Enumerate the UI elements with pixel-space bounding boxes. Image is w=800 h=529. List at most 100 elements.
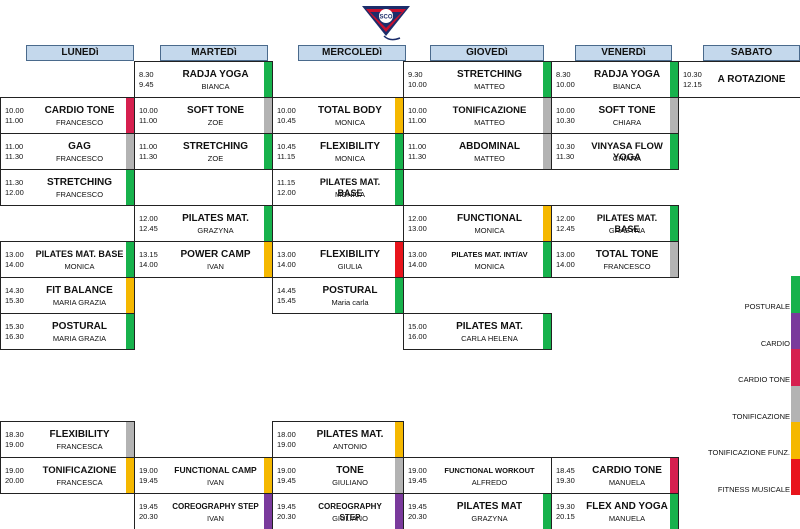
class-time: 10.00 10.30: [556, 106, 575, 125]
class-time: 13.15 14.00: [139, 250, 158, 269]
class-time: 19.30 20.15: [556, 502, 575, 521]
class-name: TONE: [336, 465, 364, 476]
class-time: 11.30 12.00: [5, 178, 24, 197]
class-name: CARDIO TONE: [44, 105, 115, 116]
legend-swatch: [791, 276, 800, 313]
class-time: 14.30 15.30: [5, 286, 24, 305]
class-name: FUNCTIONAL CAMP: [174, 465, 257, 475]
class-name: COREOGRAPHY STEP: [172, 502, 259, 511]
day-header: LUNEDì: [26, 45, 134, 61]
class-instructor: MANUELA: [608, 514, 646, 523]
class-instructor: IVAN: [207, 262, 224, 271]
category-color-bar: [126, 242, 134, 277]
class-instructor: MATTEO: [474, 118, 505, 127]
category-color-bar: [395, 494, 403, 529]
class-name: FLEX AND YOGA: [586, 501, 668, 512]
class-time: 19.00 19.45: [277, 466, 296, 485]
class-time: 13.00 14.00: [5, 250, 24, 269]
class-name: FUNCTIONAL WORKOUT: [444, 466, 535, 475]
category-color-bar: [395, 278, 403, 313]
class-instructor: ANTONIO: [332, 442, 368, 451]
class-instructor: ZOE: [207, 154, 224, 163]
class-time: 10.45 11.15: [277, 142, 296, 161]
class-name: POWER CAMP: [180, 249, 251, 260]
class-name: POSTURAL: [322, 285, 378, 296]
category-color-bar: [264, 62, 272, 97]
class-time: 13.00 14.00: [408, 250, 427, 269]
class-time: 10.00 11.00: [5, 106, 24, 125]
class-time: 11.00 11.30: [408, 142, 427, 161]
class-instructor: MARIA GRAZIA: [52, 298, 107, 307]
class-name: TOTAL TONE: [595, 249, 659, 260]
class-name: FUNCTIONAL: [457, 213, 522, 224]
class-instructor: ALFREDO: [471, 478, 508, 487]
class-time: 19.00 19.45: [408, 466, 427, 485]
day-header: VENERDì: [575, 45, 672, 61]
class-cell[interactable]: 19.00 19.45 FUNCTIONAL WORKOUT ALFREDO: [403, 457, 552, 494]
class-name: POSTURAL: [52, 321, 107, 332]
category-color-bar: [126, 134, 134, 169]
class-name: FIT BALANCE: [46, 285, 113, 296]
class-cell[interactable]: 19.30 20.15 FLEX AND YOGA MANUELA: [551, 493, 679, 529]
class-time: 9.30 10.00: [408, 70, 427, 89]
category-color-bar: [264, 242, 272, 277]
class-name: CARDIO TONE: [592, 465, 662, 476]
class-instructor: MATTEO: [474, 82, 505, 91]
class-name: RADJA YOGA: [182, 69, 249, 80]
class-cell[interactable]: 14.30 15.30 FIT BALANCE MARIA GRAZIA: [0, 277, 135, 314]
class-cell[interactable]: 13.15 14.00 POWER CAMP IVAN: [134, 241, 273, 278]
category-color-bar: [126, 314, 134, 349]
class-name: TONIFICAZIONE: [42, 465, 117, 476]
class-name: VINYASA FLOW YOGA: [591, 141, 663, 163]
class-instructor: GRAZYNA: [471, 514, 508, 523]
class-time: 12.00 12.45: [556, 214, 575, 233]
class-time: 10.00 10.45: [277, 106, 296, 125]
day-header: MERCOLEDì: [298, 45, 406, 61]
class-time: 19.00 20.00: [5, 466, 24, 485]
category-color-bar: [395, 458, 403, 493]
category-color-bar: [126, 170, 134, 205]
class-instructor: GRAZYNA: [608, 226, 646, 235]
class-name: COREOGRAPHY STEP: [318, 502, 382, 522]
category-color-bar: [670, 62, 678, 97]
category-color-bar: [395, 170, 403, 205]
class-time: 13.00 14.00: [277, 250, 296, 269]
legend-swatch: [791, 385, 800, 422]
category-color-bar: [126, 278, 134, 313]
